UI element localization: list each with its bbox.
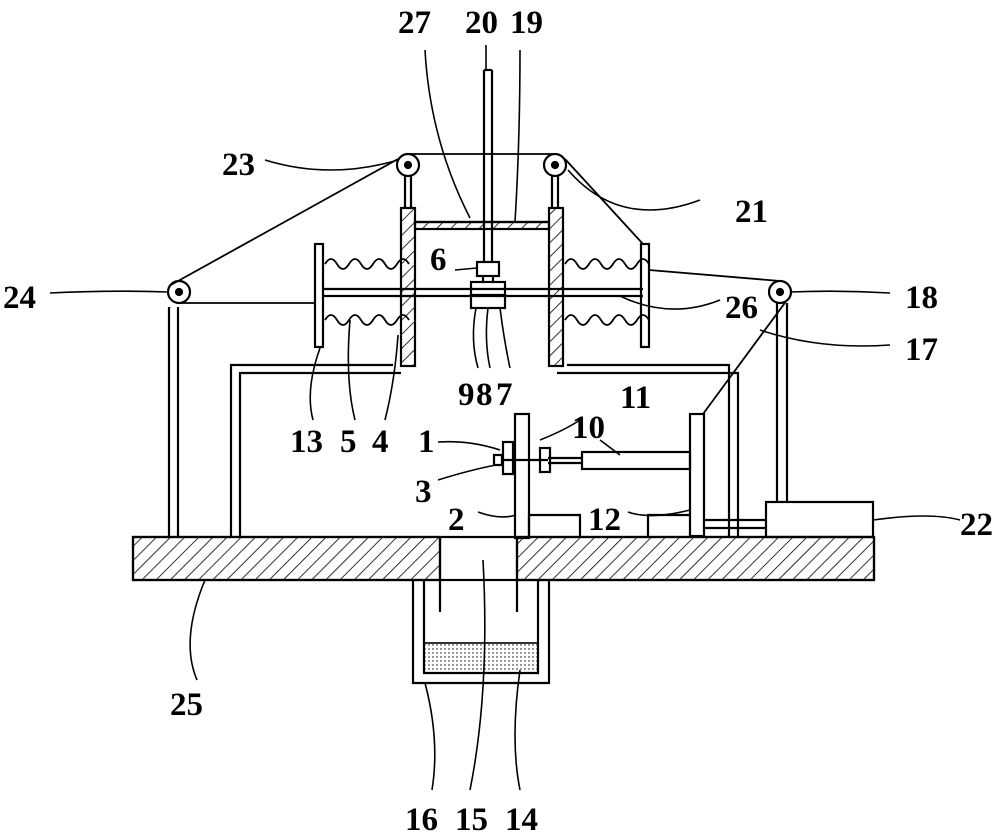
label-17: 17: [905, 332, 938, 368]
label-5: 5: [340, 424, 357, 460]
label-10: 10: [572, 410, 605, 446]
base-plate: [131, 535, 876, 582]
left-top-pulley: [395, 152, 421, 208]
left-post: [167, 307, 180, 537]
right-post: [775, 303, 789, 502]
left-plate: [313, 242, 325, 349]
center-coupling: [469, 260, 507, 310]
right-side-pulley: [767, 279, 793, 305]
cables: [168, 153, 788, 415]
label-11: 11: [620, 380, 651, 416]
label-9: 9: [458, 377, 475, 413]
label-2: 2: [448, 502, 465, 538]
label-16: 16: [405, 802, 438, 836]
label-22: 22: [960, 507, 993, 543]
motor: [764, 500, 875, 539]
leader-lines: [49, 45, 961, 791]
label-3: 3: [415, 474, 432, 510]
cutting-assembly: [492, 440, 552, 476]
label-26: 26: [725, 290, 758, 326]
label-6: 6: [430, 242, 447, 278]
collection-container: [411, 580, 551, 685]
label-15: 15: [455, 802, 488, 836]
left-column: [399, 206, 417, 368]
label-25: 25: [170, 687, 203, 723]
cylinder: [548, 450, 692, 471]
label-12: 12: [588, 502, 621, 538]
label-23: 23: [222, 147, 255, 183]
horizontal-shaft: [323, 287, 643, 298]
label-13: 13: [290, 424, 323, 460]
housing-frame: [229, 363, 740, 537]
label-1: 1: [418, 424, 435, 460]
right-top-pulley: [542, 152, 568, 208]
label-19: 19: [510, 5, 543, 41]
right-plate: [639, 242, 651, 349]
label-21: 21: [735, 194, 768, 230]
label-8: 8: [476, 377, 493, 413]
label-18: 18: [905, 280, 938, 316]
label-7: 7: [496, 377, 513, 413]
right-stand: [646, 412, 766, 538]
label-14: 14: [505, 802, 538, 836]
label-4: 4: [372, 424, 389, 460]
vertical-rod: [482, 68, 494, 262]
label-27: 27: [398, 5, 431, 41]
holder-bracket: [513, 412, 582, 540]
right-column: [547, 206, 565, 368]
label-24: 24: [3, 280, 36, 316]
springs: [324, 258, 650, 326]
label-20: 20: [465, 5, 498, 41]
